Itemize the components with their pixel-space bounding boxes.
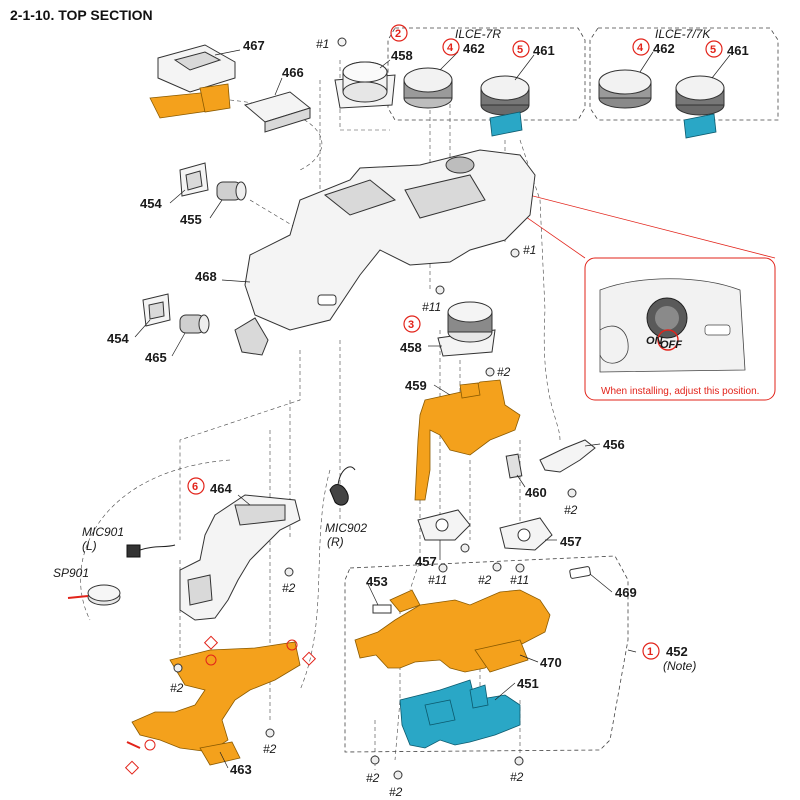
screw-label-11-right: #11 — [510, 573, 529, 587]
screw-label-2-frame-bottom: #2 — [389, 785, 403, 799]
callout-pointer-right — [489, 184, 776, 259]
part-458-dial-lower — [437, 301, 496, 357]
part-467-bracket — [149, 44, 236, 119]
circled-3: 3 — [408, 319, 414, 331]
callout-note: When installing, adjust this position. — [601, 386, 759, 397]
leader-lines — [134, 49, 731, 769]
part-457-plate-right — [499, 517, 553, 551]
mic901-microphone — [126, 544, 176, 558]
label-mic901: MIC901 — [82, 525, 124, 539]
label-455: 455 — [180, 212, 202, 227]
part-466-cover — [243, 91, 312, 133]
part-454-eyelet-top — [179, 162, 209, 197]
screw-label-2-flex-left: #2 — [170, 681, 184, 695]
label-mic902-side: (R) — [327, 535, 344, 549]
circled-6: 6 — [192, 481, 198, 493]
sp901-speaker — [67, 584, 121, 606]
part-462-dial-7r — [403, 67, 453, 109]
label-mic901-side: (L) — [82, 539, 97, 553]
part-459-flex — [414, 379, 521, 501]
label-469: 469 — [615, 585, 637, 600]
part-456-lever — [539, 439, 596, 473]
switch-off-text: OFF — [660, 339, 682, 351]
label-sp901: SP901 — [53, 566, 89, 580]
circled-4-7-7k: 4 — [637, 42, 644, 54]
circled-1: 1 — [647, 646, 653, 658]
ground-markers — [124, 635, 317, 775]
part-453-pad — [372, 604, 392, 614]
part-457-plate-left — [417, 509, 471, 541]
label-457-right: 457 — [560, 534, 582, 549]
label-456: 456 — [603, 437, 625, 452]
label-458-lower: 458 — [400, 340, 422, 355]
part-465-grommet — [179, 314, 210, 334]
part-458-dial-top — [334, 37, 396, 109]
part-463-main-flex — [126, 641, 301, 766]
screw-label-2-lever: #2 — [564, 503, 578, 517]
label-466: 466 — [282, 65, 304, 80]
screw-label-11-left: #11 — [428, 573, 447, 587]
screws — [173, 248, 577, 780]
variant-label-ilce-7-7k: ILCE-7/7K — [655, 27, 711, 41]
label-452-note: (Note) — [663, 659, 696, 673]
label-470: 470 — [540, 655, 562, 670]
screw-label-2-mid: #2 — [478, 573, 492, 587]
label-460: 460 — [525, 485, 547, 500]
label-468: 468 — [195, 269, 217, 284]
circled-5-7r: 5 — [517, 44, 523, 56]
mic902-microphone — [329, 466, 356, 506]
part-454-eyelet-bottom — [142, 293, 171, 327]
switch-on-text: ON — [646, 335, 664, 347]
screw-label-2-frame-left: #2 — [366, 771, 380, 785]
part-451-frame — [399, 679, 521, 749]
circled-5-7-7k: 5 — [710, 44, 716, 56]
label-461-7r: 461 — [533, 43, 555, 58]
label-464: 464 — [210, 481, 232, 496]
label-457-left: 457 — [415, 554, 437, 569]
label-461-7-7k: 461 — [727, 43, 749, 58]
screw-label-2-bracket: #2 — [282, 581, 296, 595]
part-461-dial-7r — [480, 75, 530, 137]
screw-label-2-dial: #2 — [497, 365, 511, 379]
part-468-top-cover — [234, 149, 536, 356]
label-459: 459 — [405, 378, 427, 393]
part-464-bracket — [179, 494, 301, 621]
screw-label-2-frame-right: #2 — [510, 770, 524, 784]
label-454-bottom: 454 — [107, 331, 129, 346]
label-467: 467 — [243, 38, 265, 53]
section-title: 2-1-10. TOP SECTION — [10, 7, 153, 23]
label-462-7-7k: 462 — [653, 41, 675, 56]
label-462-7r: 462 — [463, 41, 485, 56]
part-469-pad — [569, 566, 591, 579]
part-470-flex — [354, 589, 551, 673]
screw-label-11-top: #11 — [422, 300, 441, 314]
circled-2: 2 — [395, 28, 401, 40]
label-452: 452 — [666, 644, 688, 659]
variant-box-ilce-7r — [387, 27, 586, 121]
label-mic902: MIC902 — [325, 521, 367, 535]
variant-label-ilce-7r: ILCE-7R — [455, 27, 501, 41]
screw-label-1-right: #1 — [523, 243, 536, 257]
screw-label-1-top: #1 — [316, 37, 329, 51]
label-463: 463 — [230, 762, 252, 777]
label-454-top: 454 — [140, 196, 162, 211]
assembly-box-452 — [344, 555, 629, 753]
part-462-dial-7-7k — [598, 69, 652, 109]
label-465: 465 — [145, 350, 167, 365]
label-458-top: 458 — [391, 48, 413, 63]
label-453: 453 — [366, 574, 388, 589]
part-455-grommet — [216, 181, 247, 201]
label-451: 451 — [517, 676, 539, 691]
circled-refs: 2 4 5 4 5 3 6 1 — [187, 24, 723, 660]
part-460-pad — [505, 453, 523, 479]
part-461-dial-7-7k — [675, 75, 725, 139]
callout-switch-position: ON OFF When installing, adjust this posi… — [584, 257, 776, 401]
screw-label-2-flex-right: #2 — [263, 742, 277, 756]
circled-4-7r: 4 — [447, 42, 454, 54]
